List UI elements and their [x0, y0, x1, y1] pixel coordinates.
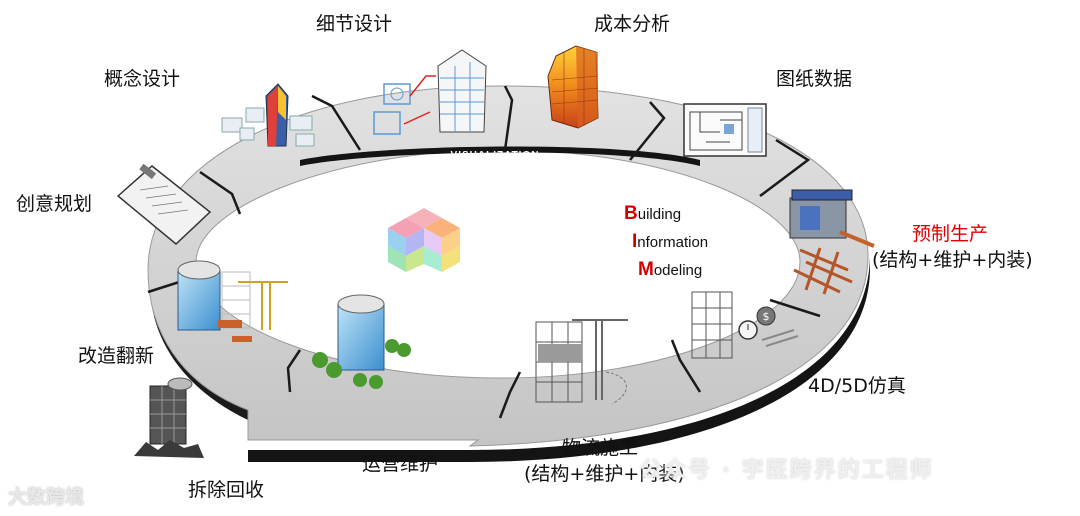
- bim-title-line-building: Building: [624, 203, 682, 224]
- bim-title-line-modeling: Modeling: [638, 259, 703, 280]
- visualization-band-label: VISUALIZATION: [451, 150, 540, 161]
- concept-design-illustration: [221, 83, 315, 147]
- watermark-left: 大数跨境: [8, 486, 85, 508]
- svg-text:$: $: [763, 310, 770, 323]
- bim-title-line-information: Information: [632, 231, 709, 252]
- drawing-data-illustration: [683, 103, 767, 157]
- stage-label-concept-design: 概念设计: [104, 68, 181, 90]
- stage-label-prefab-production: 预制生产: [912, 223, 989, 245]
- stage-label-logistics-construction: 物流施工: [562, 437, 639, 459]
- stage-label-detail-design: 细节设计: [316, 13, 393, 35]
- stage-label-creative-planning: 创意规划: [16, 193, 93, 215]
- detail-design-illustration: [373, 49, 487, 135]
- demolition-recycling-illustration: [134, 377, 204, 458]
- prefab-production-illustration: [789, 189, 875, 295]
- stage-label-simulation-4d5d: 4D/5D仿真: [808, 375, 906, 397]
- operation-maintenance-illustration: [312, 294, 411, 389]
- bim-cube-logo: [388, 208, 460, 272]
- logistics-construction-illustration: [535, 319, 628, 405]
- watermark-right: 公众号 · 宇医跨界的工程师: [640, 458, 934, 483]
- renovation-illustration: [177, 260, 288, 342]
- stage-label-logistics-construction-sub: (结构+维护+内装): [524, 463, 685, 485]
- ring-top-surface: [147, 85, 869, 447]
- stage-label-prefab-production-sub: (结构+维护+内装): [872, 249, 1033, 271]
- stage-label-renovation: 改造翻新: [78, 345, 155, 367]
- stage-label-demolition-recycling: 拆除回收: [188, 479, 265, 501]
- simulation-4d5d-illustration: $: [691, 291, 799, 359]
- creative-planning-illustration: [116, 163, 212, 245]
- bim-center-title: Building Information Modeling: [624, 200, 708, 284]
- cost-analysis-illustration: [547, 45, 599, 129]
- stage-label-drawing-data: 图纸数据: [776, 68, 853, 90]
- visualization-band: [300, 146, 700, 166]
- segment-separators: [147, 85, 821, 419]
- stage-label-cost-analysis: 成本分析: [594, 13, 671, 35]
- stage-label-operation-maintenance: 运营维护: [362, 453, 439, 475]
